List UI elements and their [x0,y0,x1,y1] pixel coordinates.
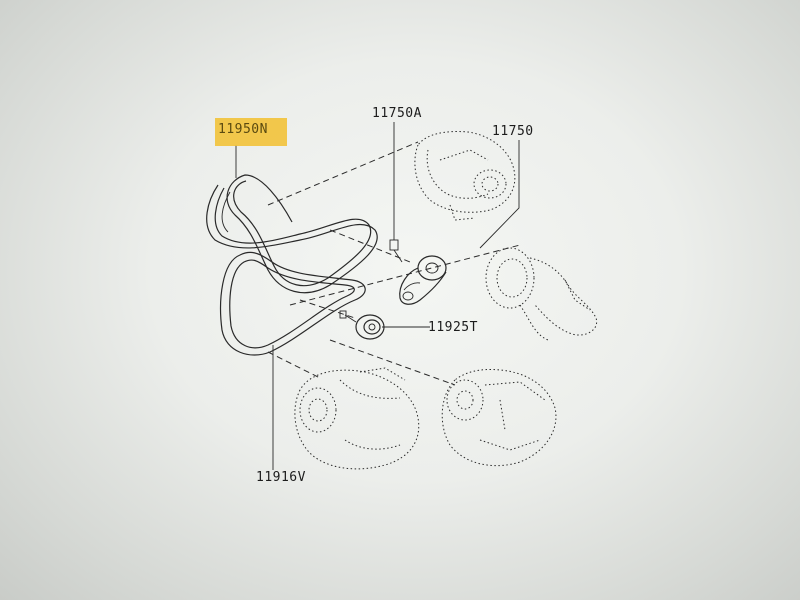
part-label-11950n: 11950N [218,122,268,137]
pump-component [414,131,516,221]
alternator-component [441,369,557,467]
part-label-11925t: 11925T [428,320,478,335]
part-label-11916v: 11916V [256,470,306,485]
part-label-11750a: 11750A [372,106,422,121]
leader-lines [235,122,520,470]
alignment-lines [267,141,521,386]
idler-pulley [339,310,385,340]
compressor-component [294,367,420,470]
belt-11950n [206,174,378,294]
tensioner-assembly [389,239,447,305]
crank-pulley [485,247,598,341]
belt-11916v [220,251,366,356]
part-highlight [215,118,287,146]
part-label-11750: 11750 [492,124,534,139]
